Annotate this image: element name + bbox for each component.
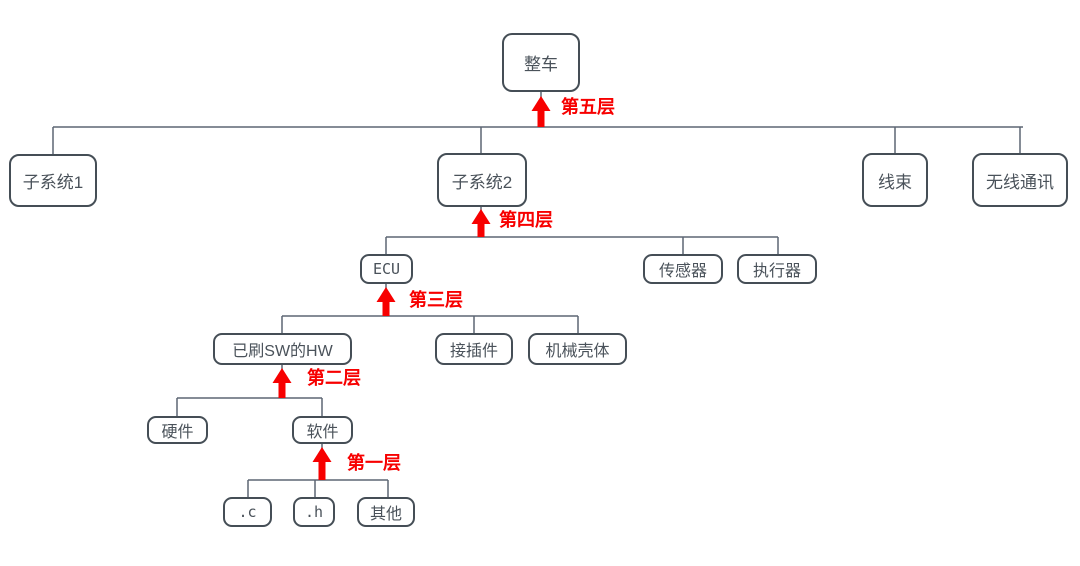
- node-connector-part: 接插件: [435, 333, 513, 365]
- connector-level4: [385, 207, 779, 255]
- up-arrow-level3-icon: [376, 287, 396, 316]
- node-vehicle: 整车: [502, 33, 580, 92]
- level-label-2: 第二层: [307, 368, 361, 388]
- node-wiring-harness: 线束: [862, 153, 928, 207]
- level-label-3: 第三层: [409, 290, 463, 310]
- up-arrow-level2-icon: [272, 368, 292, 398]
- node-hardware: 硬件: [147, 416, 208, 444]
- connector-level3: [281, 284, 579, 334]
- node-h-file: .h: [293, 497, 335, 527]
- level-label-4: 第四层: [499, 210, 553, 230]
- up-arrow-level1-icon: [312, 447, 332, 480]
- up-arrow-level5-icon: [531, 96, 551, 127]
- connector-level2: [176, 365, 323, 417]
- node-actuator: 执行器: [737, 254, 817, 284]
- node-hw-with-sw: 已刷SW的HW: [213, 333, 352, 365]
- node-subsystem-2: 子系统2: [437, 153, 527, 207]
- node-wireless-comm: 无线通讯: [972, 153, 1068, 207]
- node-software: 软件: [292, 416, 353, 444]
- level-label-5: 第五层: [561, 97, 615, 117]
- node-other: 其他: [357, 497, 415, 527]
- node-mech-housing: 机械壳体: [528, 333, 627, 365]
- level-label-1: 第一层: [347, 453, 401, 473]
- node-subsystem-1: 子系统1: [9, 154, 97, 207]
- node-ecu: ECU: [360, 254, 413, 284]
- node-sensor: 传感器: [643, 254, 723, 284]
- level-up-arrows: [272, 96, 551, 480]
- connector-level1: [247, 444, 389, 498]
- node-c-file: .c: [223, 497, 272, 527]
- up-arrow-level4-icon: [471, 209, 491, 237]
